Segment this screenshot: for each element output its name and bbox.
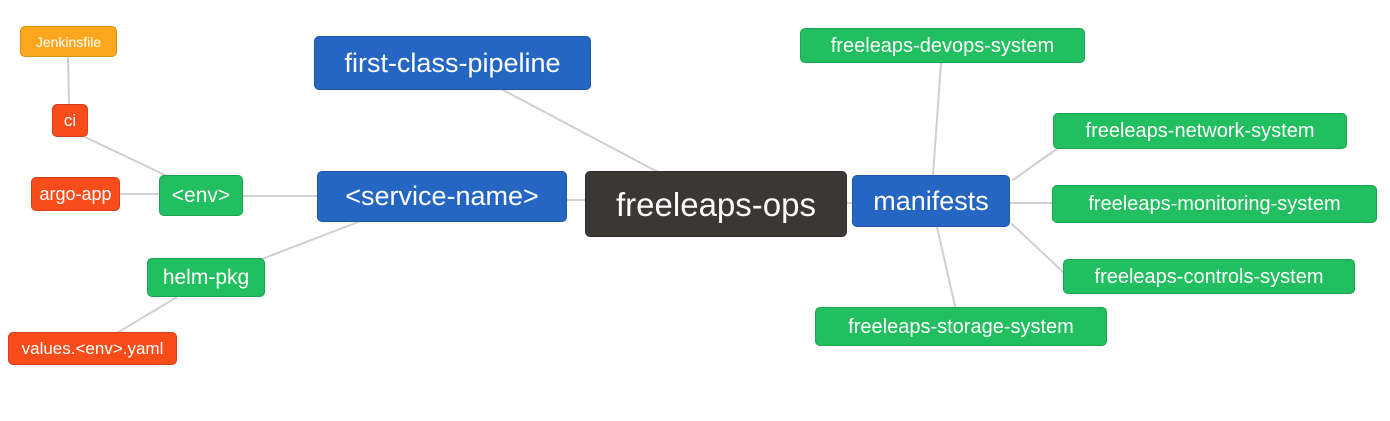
node-freeleaps-network-system[interactable]: freeleaps-network-system: [1053, 113, 1347, 149]
edge-manifests-to-freeleaps-controls-system: [1011, 223, 1064, 273]
node-freeleaps-storage-system[interactable]: freeleaps-storage-system: [815, 307, 1107, 346]
node-first-class-pipeline[interactable]: first-class-pipeline: [314, 36, 591, 90]
edge-ci-to-env: [84, 136, 168, 177]
edge-manifests-to-freeleaps-storage-system: [936, 226, 956, 307]
node-manifests[interactable]: manifests: [852, 175, 1010, 227]
node-freeleaps-devops-system[interactable]: freeleaps-devops-system: [800, 28, 1085, 63]
node-ci[interactable]: ci: [52, 104, 88, 137]
edge-jenkinsfile-to-ci: [67, 56, 70, 105]
edge-first-class-pipeline-to-freeleaps-ops: [502, 89, 659, 173]
edge-helm-pkg-to-service-name: [261, 221, 359, 260]
node-env[interactable]: <env>: [159, 175, 243, 216]
edge-manifests-to-freeleaps-network-system: [1012, 147, 1059, 181]
node-helm-pkg[interactable]: helm-pkg: [147, 258, 265, 297]
node-freeleaps-ops[interactable]: freeleaps-ops: [585, 171, 847, 237]
node-service-name[interactable]: <service-name>: [317, 171, 567, 222]
edge-manifests-to-freeleaps-devops-system: [932, 62, 942, 176]
edge-values-env-yaml-to-helm-pkg: [116, 296, 178, 334]
node-argo-app[interactable]: argo-app: [31, 177, 120, 211]
node-freeleaps-controls-system[interactable]: freeleaps-controls-system: [1063, 259, 1355, 294]
node-values-env-yaml[interactable]: values.<env>.yaml: [8, 332, 177, 365]
node-freeleaps-monitoring-system[interactable]: freeleaps-monitoring-system: [1052, 185, 1377, 223]
node-jenkinsfile[interactable]: Jenkinsfile: [20, 26, 117, 57]
